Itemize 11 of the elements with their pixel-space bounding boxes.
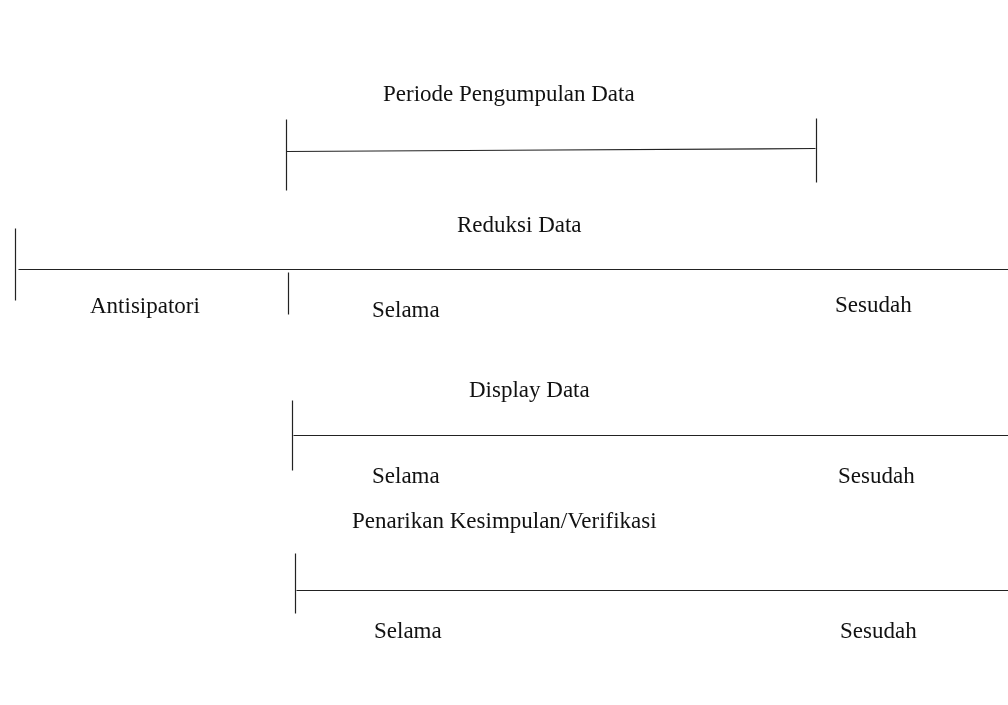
stage-label: Sesudah [835, 291, 912, 319]
stage-label: Sesudah [840, 617, 917, 645]
stage-label: Penarikan Kesimpulan/Verifikasi [352, 507, 657, 535]
stage-label: Display Data [469, 376, 590, 404]
stage-label: Sesudah [838, 462, 915, 490]
stage-label: Selama [372, 296, 440, 324]
stage-label: Reduksi Data [457, 211, 582, 239]
stage-label: Antisipatori [90, 292, 200, 320]
stage-label: Periode Pengumpulan Data [383, 80, 635, 108]
stage-label: Selama [374, 617, 442, 645]
stage-label: Selama [372, 462, 440, 490]
